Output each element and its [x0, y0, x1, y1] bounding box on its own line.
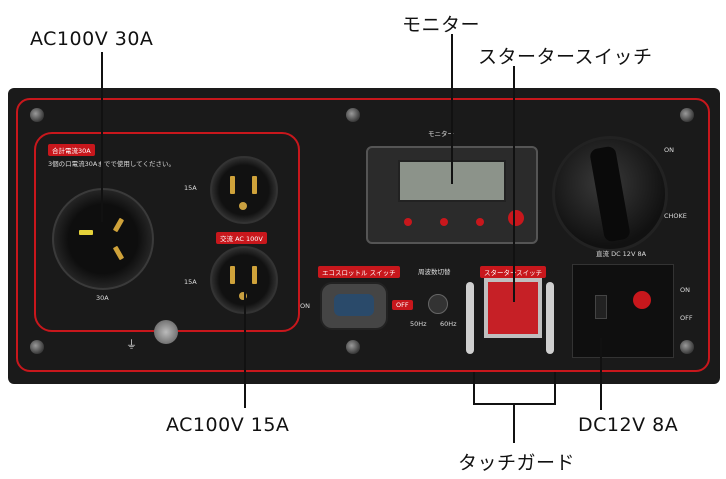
- dc-output-box: [572, 264, 674, 358]
- knob-on-label: ON: [664, 146, 674, 154]
- leader-dc12: [600, 338, 602, 410]
- socket-slot: [252, 176, 257, 194]
- monitor-reset-button[interactable]: [508, 210, 524, 226]
- knob-grip: [589, 145, 631, 243]
- choke-label: CHOKE: [664, 212, 687, 220]
- screw: [30, 108, 44, 122]
- screw: [346, 340, 360, 354]
- socket-15a-label-bottom: 15A: [184, 278, 197, 286]
- socket-slot: [230, 266, 235, 284]
- touch-guard-left: [466, 282, 474, 354]
- touch-guard-bracket-base: [473, 403, 556, 405]
- dc-terminal-button[interactable]: [633, 291, 651, 309]
- callout-touch-guard: タッチガード: [458, 452, 576, 474]
- eco-on-label: ON: [300, 302, 310, 310]
- ground-terminal[interactable]: [154, 320, 178, 344]
- screw: [30, 340, 44, 354]
- choke-knob[interactable]: [552, 136, 668, 252]
- callout-ac30: AC100V 30A: [30, 28, 154, 50]
- socket-slot: [230, 176, 235, 194]
- frequency-switch[interactable]: [428, 294, 448, 314]
- indicator-lamp: [476, 218, 484, 226]
- hz60-label: 60Hz: [440, 320, 457, 328]
- callout-starter: スタータースイッチ: [478, 46, 653, 68]
- leader-ac30: [101, 52, 103, 222]
- dc-breaker[interactable]: [595, 295, 607, 319]
- ac100v-label: 交流 AC 100V: [216, 232, 267, 244]
- eco-switch-label: エコスロットル スイッチ: [318, 266, 400, 278]
- total-current-note: 3個の口電流30Aまでで使用してください。: [48, 160, 175, 168]
- callout-ac15: AC100V 15A: [166, 414, 290, 436]
- touch-guard-bracket-left: [473, 372, 475, 404]
- eco-rocker: [334, 294, 374, 316]
- total-current-label: 合計電流30A: [48, 144, 95, 156]
- socket-30a-label: 30A: [96, 294, 109, 302]
- ground-symbol-icon: ⏚: [126, 338, 137, 351]
- ac-15a-socket-top[interactable]: [210, 156, 278, 224]
- leader-starter: [513, 66, 515, 302]
- eco-off-label: OFF: [392, 300, 413, 310]
- screw: [680, 108, 694, 122]
- callout-monitor: モニター: [402, 14, 481, 36]
- leader-monitor: [451, 34, 453, 184]
- dc-on-label: ON: [680, 286, 690, 294]
- freq-switch-label: 周波数切替: [418, 268, 451, 276]
- indicator-lamp: [404, 218, 412, 226]
- generator-control-panel: 合計電流30A 3個の口電流30Aまでで使用してください。 30A 15A 交流…: [8, 88, 720, 384]
- socket-slot: [252, 266, 257, 284]
- touch-guard-bracket-right: [554, 372, 556, 404]
- monitor-small-label: モニター: [428, 130, 454, 138]
- socket-15a-label-top: 15A: [184, 184, 197, 192]
- socket-slot: [79, 230, 93, 235]
- outer-frame: [16, 98, 710, 372]
- ground-pin: [239, 292, 247, 300]
- ac-30a-socket[interactable]: [52, 188, 154, 290]
- callout-dc12: DC12V 8A: [578, 414, 679, 436]
- touch-guard-bracket-stem: [513, 403, 515, 443]
- leader-ac15: [244, 292, 246, 408]
- hz50-label: 50Hz: [410, 320, 427, 328]
- touch-guard-right: [546, 282, 554, 354]
- eco-throttle-switch[interactable]: [320, 282, 388, 330]
- ground-pin: [239, 202, 247, 210]
- indicator-lamp: [440, 218, 448, 226]
- socket-slot: [112, 217, 125, 233]
- dc-off-label: OFF: [680, 314, 693, 322]
- screw: [346, 108, 360, 122]
- screw: [680, 340, 694, 354]
- dc-label: 直流 DC 12V 8A: [596, 250, 647, 258]
- socket-slot: [112, 245, 125, 261]
